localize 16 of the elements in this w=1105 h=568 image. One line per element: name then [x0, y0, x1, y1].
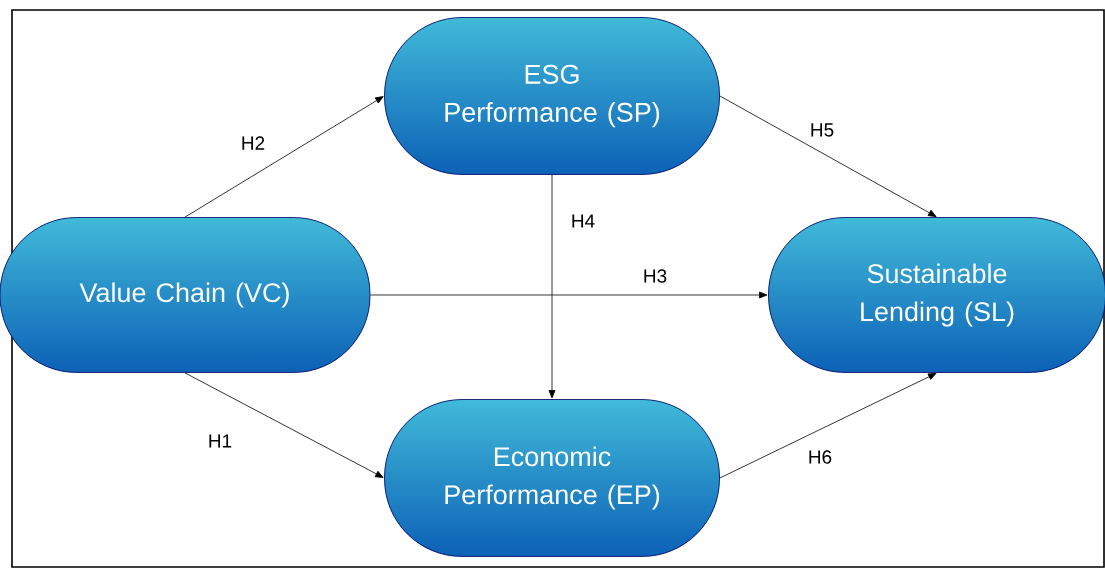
edge-label: H5 — [811, 123, 834, 137]
arrow — [719, 95, 937, 217]
process-box: Value Chain (VC) — [0, 217, 371, 373]
edge-label: H1 — [209, 434, 232, 448]
process-box: Economic Performance (EP) — [384, 399, 720, 557]
arrow — [719, 373, 937, 479]
arrow — [548, 174, 556, 399]
edge-label: H6 — [809, 450, 832, 464]
edge-label: H3 — [644, 269, 667, 283]
arrow — [184, 96, 384, 218]
edge-label: H4 — [572, 214, 595, 228]
arrow — [370, 291, 768, 299]
process-box: Sustainable Lending (SL) — [768, 217, 1105, 373]
edge-label: H2 — [242, 136, 265, 150]
process-box: ESG Performance (SP) — [384, 17, 720, 175]
arrow — [184, 372, 384, 478]
